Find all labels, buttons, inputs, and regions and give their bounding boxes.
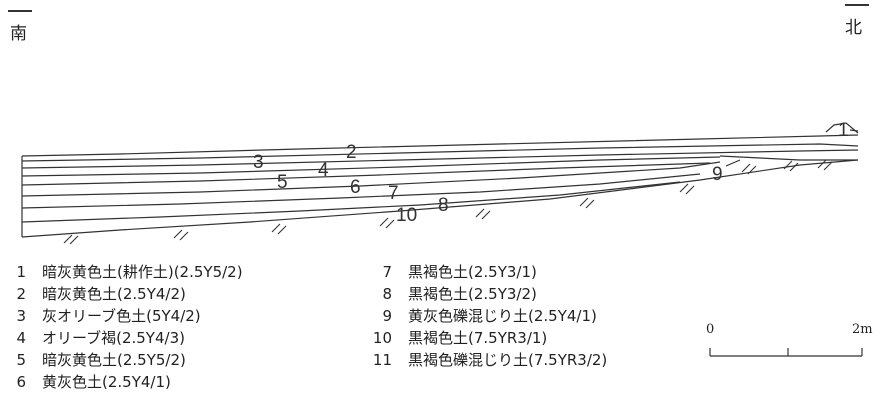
layer-boundary (21, 161, 721, 197)
legend-text: オリーブ褐(2.5Y4/3) (42, 329, 185, 347)
legend-text: 黒褐色礫混じり土(7.5YR3/2) (408, 351, 608, 369)
hatch-mark (783, 160, 799, 172)
legend-item: 10 黒褐色土(7.5YR3/1) (366, 327, 607, 349)
layer-label-7: 7 (388, 183, 399, 204)
layer-label-9: 9 (712, 164, 723, 185)
layer-boundary (21, 143, 859, 162)
layer-label-10: 10 (396, 205, 417, 226)
legend-number: 1 (16, 263, 26, 281)
legend-item: 3 灰オリーブ色土(5Y4/2) (8, 305, 243, 327)
north-label: 北 (845, 18, 862, 38)
legend-text: 黄灰色礫混じり土(2.5Y4/1) (408, 307, 597, 325)
leader-line (725, 159, 741, 167)
section-bottom-line (21, 159, 859, 238)
layer-label-5: 5 (277, 172, 288, 193)
hatch-mark (817, 159, 833, 171)
layer-boundary (21, 173, 701, 209)
hatch-mark (475, 208, 491, 220)
legend-number: 11 (372, 351, 392, 369)
legend-number: 8 (382, 285, 392, 303)
layer-boundary (21, 162, 711, 186)
legend-number: 5 (16, 351, 26, 369)
hatch-mark (579, 197, 595, 209)
hatch-mark (271, 223, 287, 235)
south-direction-mark (8, 10, 32, 12)
layer-label-4: 4 (318, 160, 329, 181)
legend-number: 3 (16, 307, 26, 325)
south-label: 南 (10, 24, 27, 44)
legend-text: 黄灰色土(2.5Y4/1) (42, 373, 171, 391)
legend-item: 6 黄灰色土(2.5Y4/1) (8, 371, 243, 393)
legend-text: 暗灰黄色土(2.5Y4/2) (42, 285, 186, 303)
legend-item: 9 黄灰色礫混じり土(2.5Y4/1) (366, 305, 607, 327)
legend-text: 黒褐色土(7.5YR3/1) (408, 329, 548, 347)
legend-left-column: 1 暗灰黄色土(耕作土)(2.5Y5/2) 2 暗灰黄色土(2.5Y4/2) 3 灰オ… (8, 261, 243, 393)
legend-item: 2 暗灰黄色土(2.5Y4/2) (8, 283, 243, 305)
layer-label-6: 6 (350, 177, 361, 198)
layer-label-2: 2 (346, 142, 357, 163)
hatch-mark (741, 163, 757, 175)
layer-label-3: 3 (253, 152, 264, 173)
layer-boundary (21, 181, 681, 223)
hatch-mark (679, 183, 695, 195)
legend-number: 9 (382, 307, 392, 325)
legend-number: 6 (16, 373, 26, 391)
legend-item: 1 暗灰黄色土(耕作土)(2.5Y5/2) (8, 261, 243, 283)
legend-number: 4 (16, 329, 26, 347)
legend-right-column: 7 黒褐色土(2.5Y3/1) 8 黒褐色土(2.5Y3/2) 9 黄灰色礫混じり土(… (366, 261, 607, 371)
layer-boundary (719, 155, 858, 161)
layer-label-8: 8 (438, 195, 449, 216)
layer-boundary (21, 149, 859, 169)
hatch-mark (63, 234, 79, 245)
layer-boundary (21, 156, 721, 177)
legend-item: 7 黒褐色土(2.5Y3/1) (366, 261, 607, 283)
legend-item: 11 黒褐色礫混じり土(7.5YR3/2) (366, 349, 607, 371)
hatch-mark (379, 217, 395, 229)
legend-item: 4 オリーブ褐(2.5Y4/3) (8, 327, 243, 349)
leader-line (849, 129, 859, 132)
layer-label-1: 1 (838, 120, 849, 141)
legend-number: 2 (16, 285, 26, 303)
legend-number: 10 (372, 329, 392, 347)
legend-text: 黒褐色土(2.5Y3/2) (408, 285, 537, 303)
scale-bar (709, 348, 863, 357)
scale-start-label: 0 (706, 322, 715, 337)
hatch-mark (173, 229, 189, 241)
legend-item: 5 暗灰黄色土(2.5Y5/2) (8, 349, 243, 371)
legend-text: 暗灰黄色土(2.5Y5/2) (42, 351, 186, 369)
scale-end-label: 2m (852, 322, 873, 337)
legend-number: 7 (382, 263, 392, 281)
section-top-line (21, 134, 859, 157)
north-direction-mark (845, 4, 869, 6)
legend-text: 暗灰黄色土(耕作土)(2.5Y5/2) (42, 263, 243, 281)
legend-item: 8 黒褐色土(2.5Y3/2) (366, 283, 607, 305)
legend-text: 黒褐色土(2.5Y3/1) (408, 263, 537, 281)
legend-text: 灰オリーブ色土(5Y4/2) (42, 307, 201, 325)
layer-boundary (825, 122, 859, 134)
